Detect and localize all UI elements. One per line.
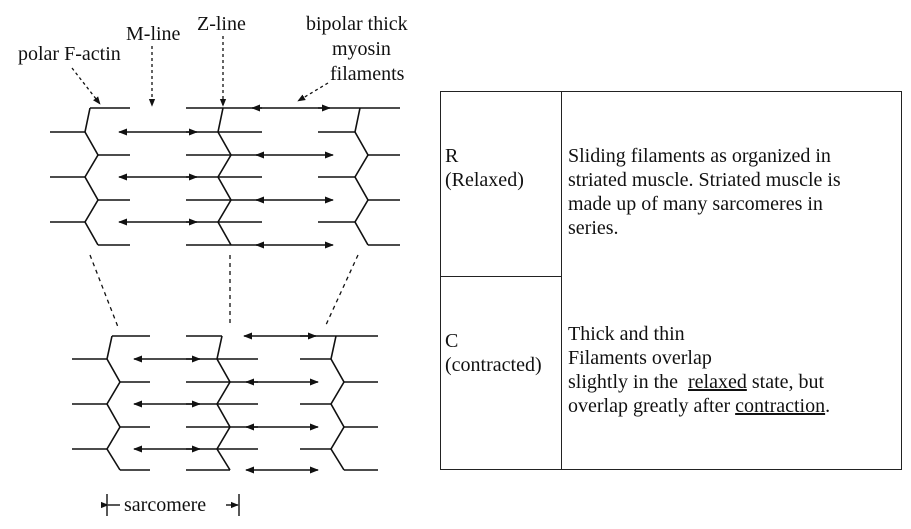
z-disc [354, 107, 369, 246]
relaxed-myosin [118, 104, 334, 249]
relaxed-desc-line: made up of many sarcomeres in [568, 193, 823, 215]
contracted-desc-text: . [825, 395, 831, 417]
myosin-label-line2: myosin [332, 38, 391, 60]
table-column-divider [561, 92, 562, 469]
z-disc [106, 335, 121, 471]
contracted-name: (contracted) [445, 354, 542, 376]
polar-f-actin-label: polar F-actin [18, 43, 121, 65]
myosin-pointer [297, 82, 329, 102]
contracted-description: Thick and thin Filaments overlap slightl… [568, 322, 895, 418]
relaxed-desc-line: series. [568, 217, 619, 239]
relaxed-desc-line: striated muscle. Striated muscle is [568, 169, 841, 191]
z-disc [216, 335, 231, 471]
relaxed-description: Sliding filaments as organized in striat… [568, 144, 895, 240]
sarcomere-scale-bar [100, 494, 240, 516]
z-disc [330, 335, 345, 471]
relaxed-label-cell: R (Relaxed) [445, 144, 524, 192]
projection-line-right [324, 254, 359, 328]
contracted-desc-text: overlap greatly after [568, 395, 736, 417]
relaxed-term: relaxed [688, 371, 747, 393]
projection-line-left [89, 254, 119, 328]
z-line-label: Z-line [197, 13, 246, 35]
relaxed-code: R [445, 145, 459, 167]
contracted-desc-line: overlap greatly after contraction. [568, 394, 895, 418]
contracted-desc-text: slightly in the [568, 371, 688, 393]
contracted-code: C [445, 330, 459, 352]
sarcomere-diagram: polar F-actin M-line Z-line bipolar thic… [18, 13, 408, 516]
relaxed-name: (Relaxed) [445, 169, 524, 191]
myosin-label-line3: filaments [330, 63, 405, 85]
table-row-divider [441, 276, 562, 277]
contracted-label-cell: C (contracted) [445, 329, 542, 377]
relaxed-desc-line: Sliding filaments as organized in [568, 145, 831, 167]
f-actin-pointer [71, 67, 101, 105]
contracted-desc-line: Thick and thin [568, 323, 685, 345]
contracted-desc-line: Filaments overlap [568, 347, 712, 369]
contracted-desc-text: state, but [746, 371, 825, 393]
state-table: R (Relaxed) Sliding filaments as organiz… [440, 91, 902, 470]
contracted-myosin [133, 332, 319, 474]
m-line-label: M-line [126, 23, 181, 45]
relaxed-sarcomeres [50, 107, 400, 246]
contracted-sarcomeres [72, 335, 378, 471]
z-disc [84, 107, 99, 246]
myosin-label-line1: bipolar thick [306, 13, 408, 35]
contraction-term: contraction [735, 395, 826, 417]
sarcomere-label: sarcomere [124, 494, 206, 516]
contracted-desc-line: slightly in the relaxed state, but [568, 370, 895, 394]
